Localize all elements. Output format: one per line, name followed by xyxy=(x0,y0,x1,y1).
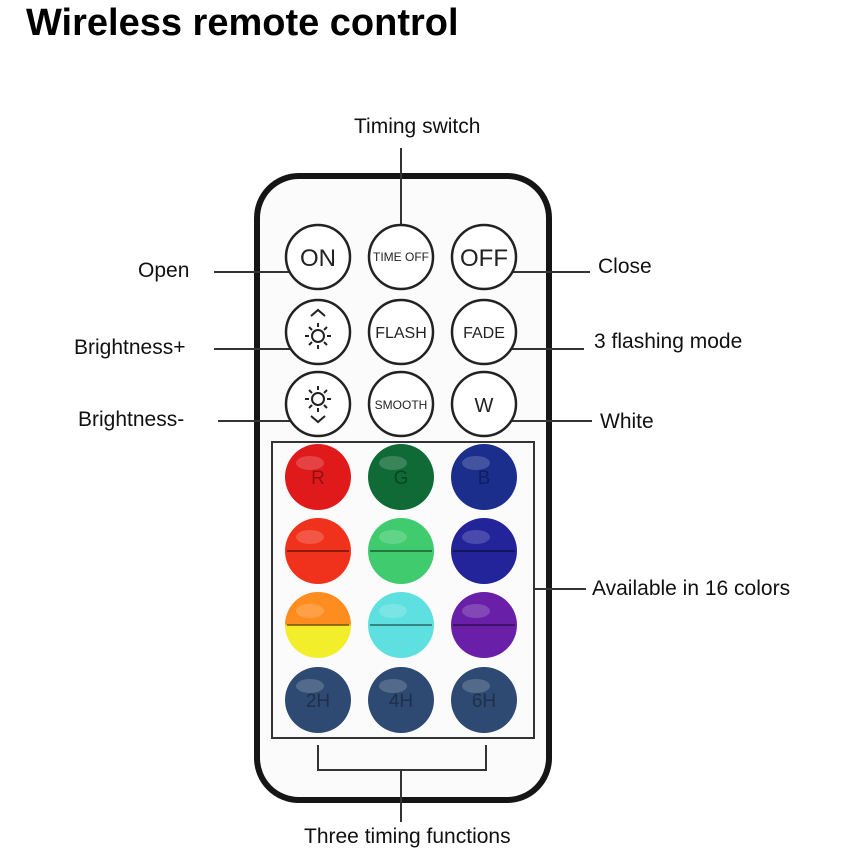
color-button-highlight xyxy=(379,456,407,470)
close-label: Close xyxy=(598,255,652,278)
color-button-fill xyxy=(368,667,434,733)
color-button-highlight xyxy=(462,530,490,544)
sun-up-icon xyxy=(305,308,331,349)
color-button-1[interactable]: R xyxy=(285,444,351,510)
smooth-button[interactable] xyxy=(367,370,435,438)
brightness-up-button[interactable] xyxy=(284,298,352,366)
color-button-highlight xyxy=(379,679,407,693)
color-button-8[interactable] xyxy=(368,592,434,658)
color-button-9[interactable] xyxy=(451,592,517,658)
color-button-label: 4H xyxy=(389,691,413,712)
color-button-fill xyxy=(285,667,351,733)
color-button-highlight xyxy=(462,679,490,693)
colors-label: Available in 16 colors xyxy=(592,577,791,600)
timing-functions-label: Three timing functions xyxy=(304,825,511,848)
color-button-4[interactable] xyxy=(285,518,351,584)
color-button-label: 2H xyxy=(306,691,330,712)
color-button-6[interactable] xyxy=(451,518,517,584)
color-buttons: R G B 2H 4H 6H xyxy=(285,444,517,733)
color-button-highlight xyxy=(296,456,324,470)
color-button-highlight xyxy=(296,530,324,544)
function-buttons: ON TIME OFF OFF FLASH FADE xyxy=(284,223,518,438)
off-button-label: OFF xyxy=(460,245,508,272)
smooth-button-label: SMOOTH xyxy=(375,398,428,412)
color-button-label: 6H xyxy=(472,691,496,712)
color-button-7[interactable] xyxy=(285,592,351,658)
color-button-highlight xyxy=(296,679,324,693)
color-button-fill xyxy=(451,444,517,510)
white-label: White xyxy=(600,410,654,433)
color-button-10[interactable]: 2H xyxy=(285,667,351,733)
color-button-2[interactable]: G xyxy=(368,444,434,510)
off-button[interactable] xyxy=(450,223,518,291)
color-button-label: R xyxy=(311,468,325,489)
open-label: Open xyxy=(138,259,190,282)
color-button-fill xyxy=(285,444,351,510)
color-button-3[interactable]: B xyxy=(451,444,517,510)
color-button-highlight xyxy=(296,604,324,618)
color-button-12[interactable]: 6H xyxy=(451,667,517,733)
time-off-button[interactable] xyxy=(367,223,435,291)
color-button-highlight xyxy=(462,456,490,470)
color-button-label: G xyxy=(394,468,409,489)
on-button-label: ON xyxy=(300,245,336,272)
brightness-down-label: Brightness- xyxy=(78,408,185,431)
white-button[interactable] xyxy=(450,370,518,438)
white-button-label: W xyxy=(475,395,494,417)
color-button-highlight xyxy=(462,604,490,618)
brightness-up-label: Brightness+ xyxy=(74,336,186,359)
flash-button[interactable] xyxy=(367,298,435,366)
timing-switch-label: Timing switch xyxy=(354,115,481,138)
time-off-button-label: TIME OFF xyxy=(373,250,429,264)
color-button-fill xyxy=(451,667,517,733)
fade-button[interactable] xyxy=(450,298,518,366)
color-button-label: B xyxy=(478,468,491,489)
color-button-highlight xyxy=(379,530,407,544)
flashing-mode-label: 3 flashing mode xyxy=(594,330,743,353)
color-button-5[interactable] xyxy=(368,518,434,584)
fade-button-label: FADE xyxy=(463,325,505,342)
page-title: Wireless remote control xyxy=(26,2,459,44)
sun-down-icon xyxy=(305,386,331,424)
color-button-fill xyxy=(368,444,434,510)
color-button-11[interactable]: 4H xyxy=(368,667,434,733)
flash-button-label: FLASH xyxy=(375,325,427,342)
color-button-highlight xyxy=(379,604,407,618)
on-button[interactable] xyxy=(284,223,352,291)
